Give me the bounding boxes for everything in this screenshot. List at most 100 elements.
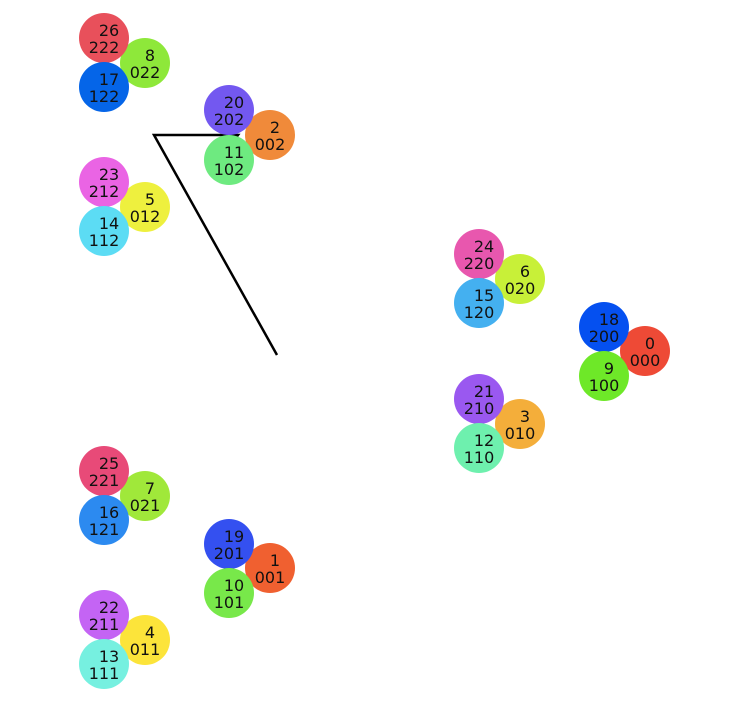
node-code-label: 112 (89, 231, 120, 250)
node-circle (120, 615, 170, 665)
node-id-label: 16 (99, 503, 119, 522)
node-id-label: 25 (99, 454, 119, 473)
node-id-label: 15 (474, 286, 494, 305)
node-code-label: 122 (89, 87, 120, 106)
node-circle (79, 157, 129, 207)
node-circle (454, 229, 504, 279)
node-circle (620, 326, 670, 376)
node-id-label: 6 (520, 262, 530, 281)
node-id-label: 17 (99, 70, 119, 89)
node-code-label: 202 (214, 110, 245, 129)
node-id-label: 1 (270, 551, 280, 570)
node-code-label: 220 (464, 254, 495, 273)
node-id-label: 13 (99, 647, 119, 666)
node-id-label: 9 (604, 359, 614, 378)
node-circle (79, 446, 129, 496)
node-circle (579, 351, 629, 401)
node-circle (579, 302, 629, 352)
node-code-label: 011 (130, 640, 161, 659)
node-code-label: 210 (464, 399, 495, 418)
node-id-label: 20 (224, 93, 244, 112)
node-id-label: 19 (224, 527, 244, 546)
node-circle (245, 543, 295, 593)
node-code-label: 120 (464, 303, 495, 322)
node-id-label: 18 (599, 310, 619, 329)
node-circle (120, 38, 170, 88)
node-circle (245, 110, 295, 160)
node-code-label: 200 (589, 327, 620, 346)
node-circle (79, 590, 129, 640)
node-code-label: 102 (214, 160, 245, 179)
node-circle (79, 62, 129, 112)
node-code-label: 021 (130, 496, 161, 515)
node-circle (120, 471, 170, 521)
node-code-label: 111 (89, 664, 120, 683)
node-code-label: 110 (464, 448, 495, 467)
node-layer: 8022200250126020000030107021100140112622… (79, 13, 670, 689)
node-circle (204, 519, 254, 569)
node-id-label: 5 (145, 190, 155, 209)
node-code-label: 201 (214, 544, 245, 563)
node-code-label: 001 (255, 568, 286, 587)
node-code-label: 010 (505, 424, 536, 443)
node-id-label: 26 (99, 21, 119, 40)
node-code-label: 000 (630, 351, 661, 370)
node-id-label: 11 (224, 143, 244, 162)
node-circle (204, 85, 254, 135)
node-id-label: 0 (645, 334, 655, 353)
node-id-label: 7 (145, 479, 155, 498)
node-circle (79, 13, 129, 63)
node-id-label: 21 (474, 382, 494, 401)
node-id-label: 8 (145, 46, 155, 65)
node-id-label: 23 (99, 165, 119, 184)
node-code-label: 100 (589, 376, 620, 395)
node-code-label: 212 (89, 182, 120, 201)
node-circle (495, 399, 545, 449)
node-circle (204, 135, 254, 185)
node-circle (495, 254, 545, 304)
node-id-label: 14 (99, 214, 119, 233)
node-circle (120, 182, 170, 232)
node-code-label: 121 (89, 520, 120, 539)
node-circle (79, 206, 129, 256)
node-code-label: 211 (89, 615, 120, 634)
node-circle (454, 423, 504, 473)
node-code-label: 020 (505, 279, 536, 298)
node-code-label: 222 (89, 38, 120, 57)
node-id-label: 22 (99, 598, 119, 617)
node-code-label: 012 (130, 207, 161, 226)
node-circle (454, 278, 504, 328)
node-code-label: 022 (130, 63, 161, 82)
node-id-label: 24 (474, 237, 494, 256)
node-id-label: 12 (474, 431, 494, 450)
node-circle (204, 568, 254, 618)
